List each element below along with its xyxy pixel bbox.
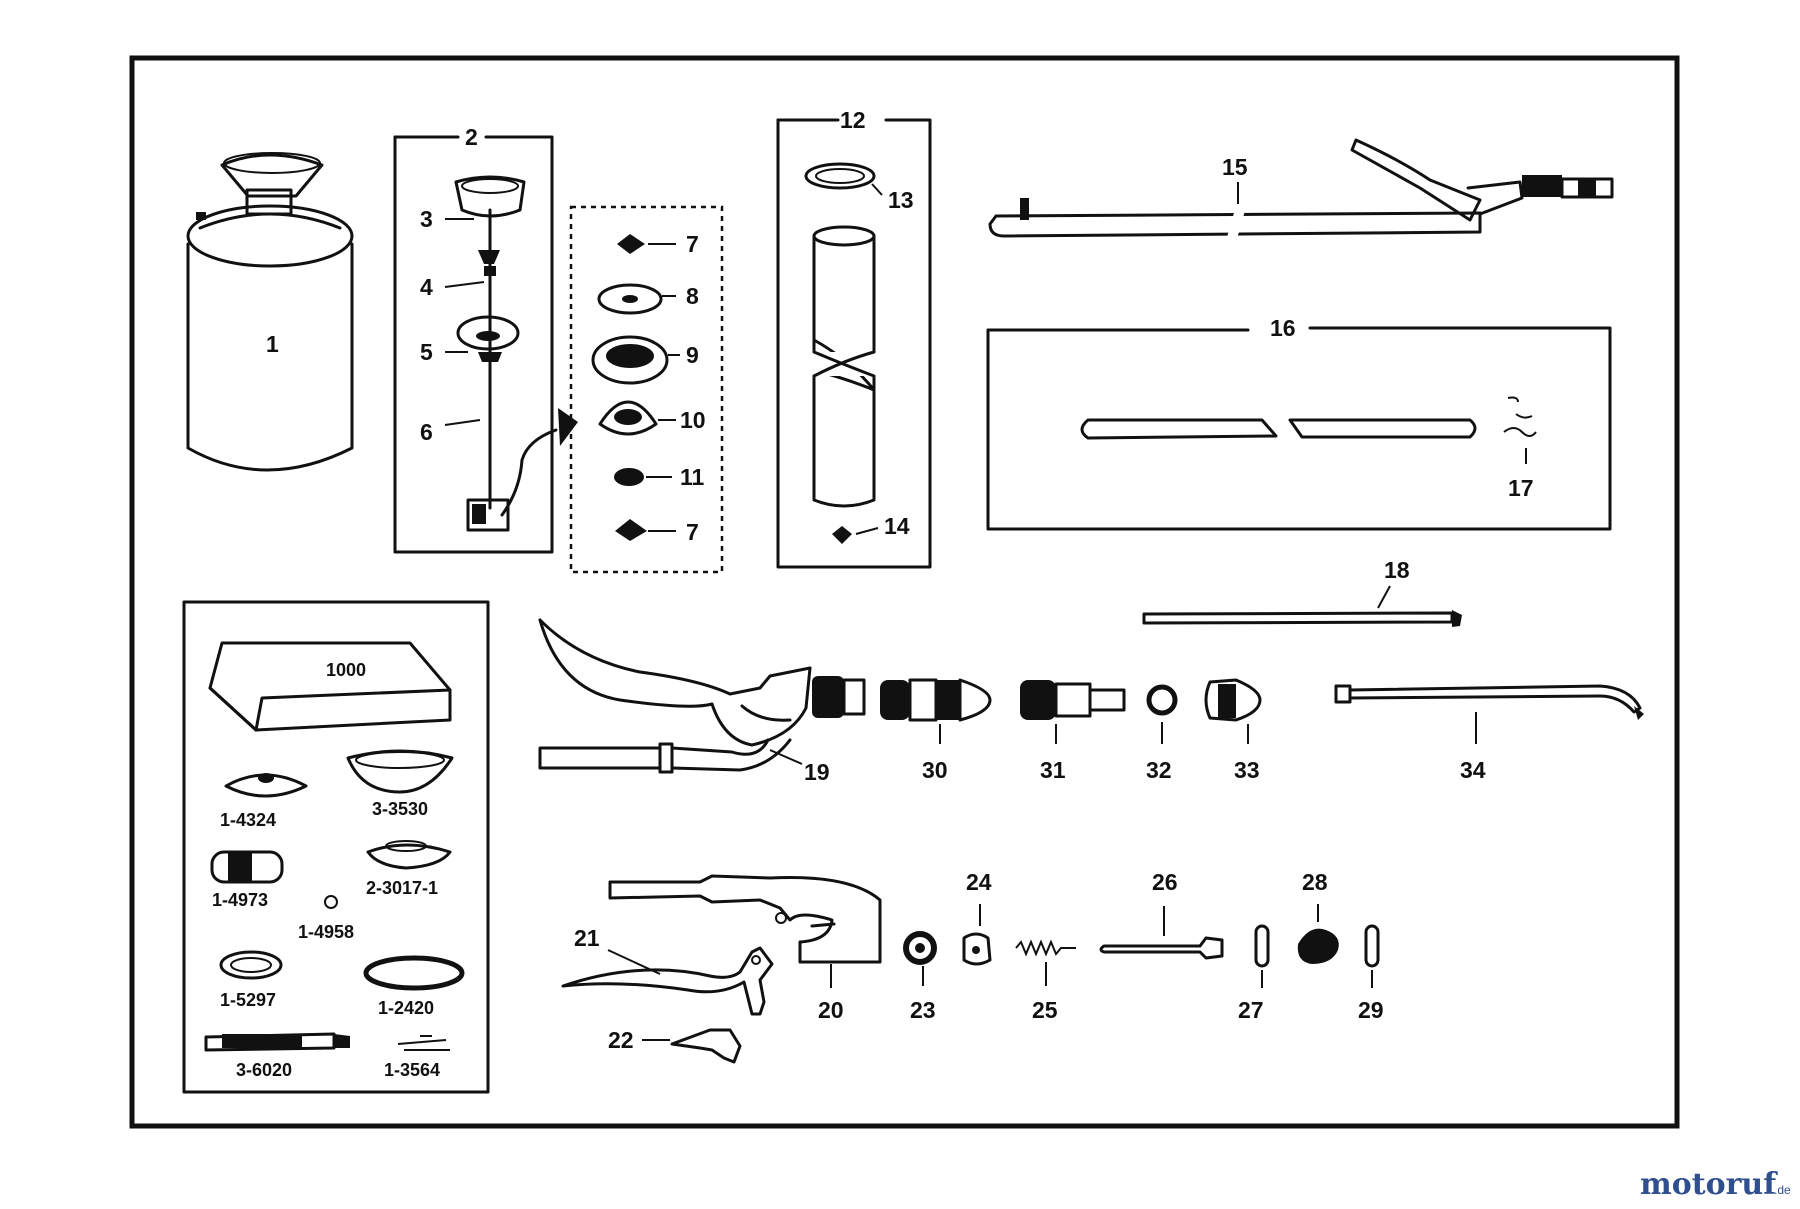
kit-part-3-3530: 3-3530 (372, 799, 428, 819)
kit-part-2-3017-1: 2-3017-1 (366, 878, 438, 898)
label-7a: 7 (686, 231, 699, 257)
label-25: 25 (1032, 997, 1058, 1023)
extension-tube-kit (986, 326, 1612, 531)
kit-part-1-2420: 1-2420 (378, 998, 434, 1018)
spray-gun (538, 618, 866, 774)
kit-part-3-6020: 3-6020 (236, 1060, 292, 1080)
label-16: 16 (1270, 315, 1296, 341)
sprayer-tank (186, 152, 354, 472)
kit-part-1-4973: 1-4973 (212, 890, 268, 910)
spray-lance-assembly (988, 138, 1614, 240)
label-32: 32 (1146, 757, 1172, 783)
label-19: 19 (804, 759, 830, 785)
label-5: 5 (420, 339, 433, 365)
label-27: 27 (1238, 997, 1264, 1023)
watermark-suffix: .de (1774, 1183, 1791, 1197)
label-17: 17 (1508, 475, 1534, 501)
label-18: 18 (1384, 557, 1410, 583)
kit-part-1-4958: 1-4958 (298, 922, 354, 942)
label-21: 21 (574, 925, 600, 951)
label-20: 20 (818, 997, 844, 1023)
label-11: 11 (680, 464, 705, 490)
pump-cylinder (776, 118, 932, 569)
label-8: 8 (686, 283, 699, 309)
label-4: 4 (420, 274, 433, 300)
label-6: 6 (420, 419, 433, 445)
label-31: 31 (1040, 757, 1066, 783)
diagram-frame (129, 55, 1680, 1129)
label-3: 3 (420, 206, 433, 232)
watermark: motoruf .de (1640, 1167, 1791, 1202)
label-10: 10 (680, 407, 706, 433)
label-23: 23 (910, 997, 936, 1023)
part-number-labels: 1 2 3 4 5 6 7 8 9 10 11 7 12 13 14 15 16… (266, 107, 1534, 1053)
label-13: 13 (888, 187, 914, 213)
watermark-text: motoruf (1640, 1167, 1778, 1202)
kit-part-numbers: 1000 1-4324 3-3530 1-4973 2-3017-1 1-495… (212, 660, 440, 1080)
label-33: 33 (1234, 757, 1260, 783)
label-7b: 7 (686, 519, 699, 545)
label-14: 14 (884, 513, 910, 539)
label-26: 26 (1152, 869, 1178, 895)
kit-part-1-4324: 1-4324 (220, 810, 276, 830)
label-12: 12 (840, 107, 866, 133)
label-1: 1 (266, 331, 279, 357)
label-9: 9 (686, 342, 699, 368)
valve-parts (569, 205, 724, 574)
label-24: 24 (966, 869, 992, 895)
extension-rod (1142, 585, 1462, 627)
label-2: 2 (465, 124, 478, 150)
repair-kit (182, 600, 490, 1094)
valve-small-parts (903, 904, 1380, 988)
curved-lance (1334, 684, 1644, 744)
gun-handle-parts (561, 874, 882, 1064)
label-15: 15 (1222, 154, 1248, 180)
kit-part-1-5297: 1-5297 (220, 990, 276, 1010)
label-34: 34 (1460, 757, 1486, 783)
label-30: 30 (922, 757, 948, 783)
label-28: 28 (1302, 869, 1328, 895)
label-22: 22 (608, 1027, 634, 1053)
kit-box-label: 1000 (326, 660, 366, 680)
kit-part-1-3564: 1-3564 (384, 1060, 440, 1080)
pump-assembly (393, 135, 578, 554)
nozzle-parts (880, 678, 1262, 744)
label-29: 29 (1358, 997, 1384, 1023)
